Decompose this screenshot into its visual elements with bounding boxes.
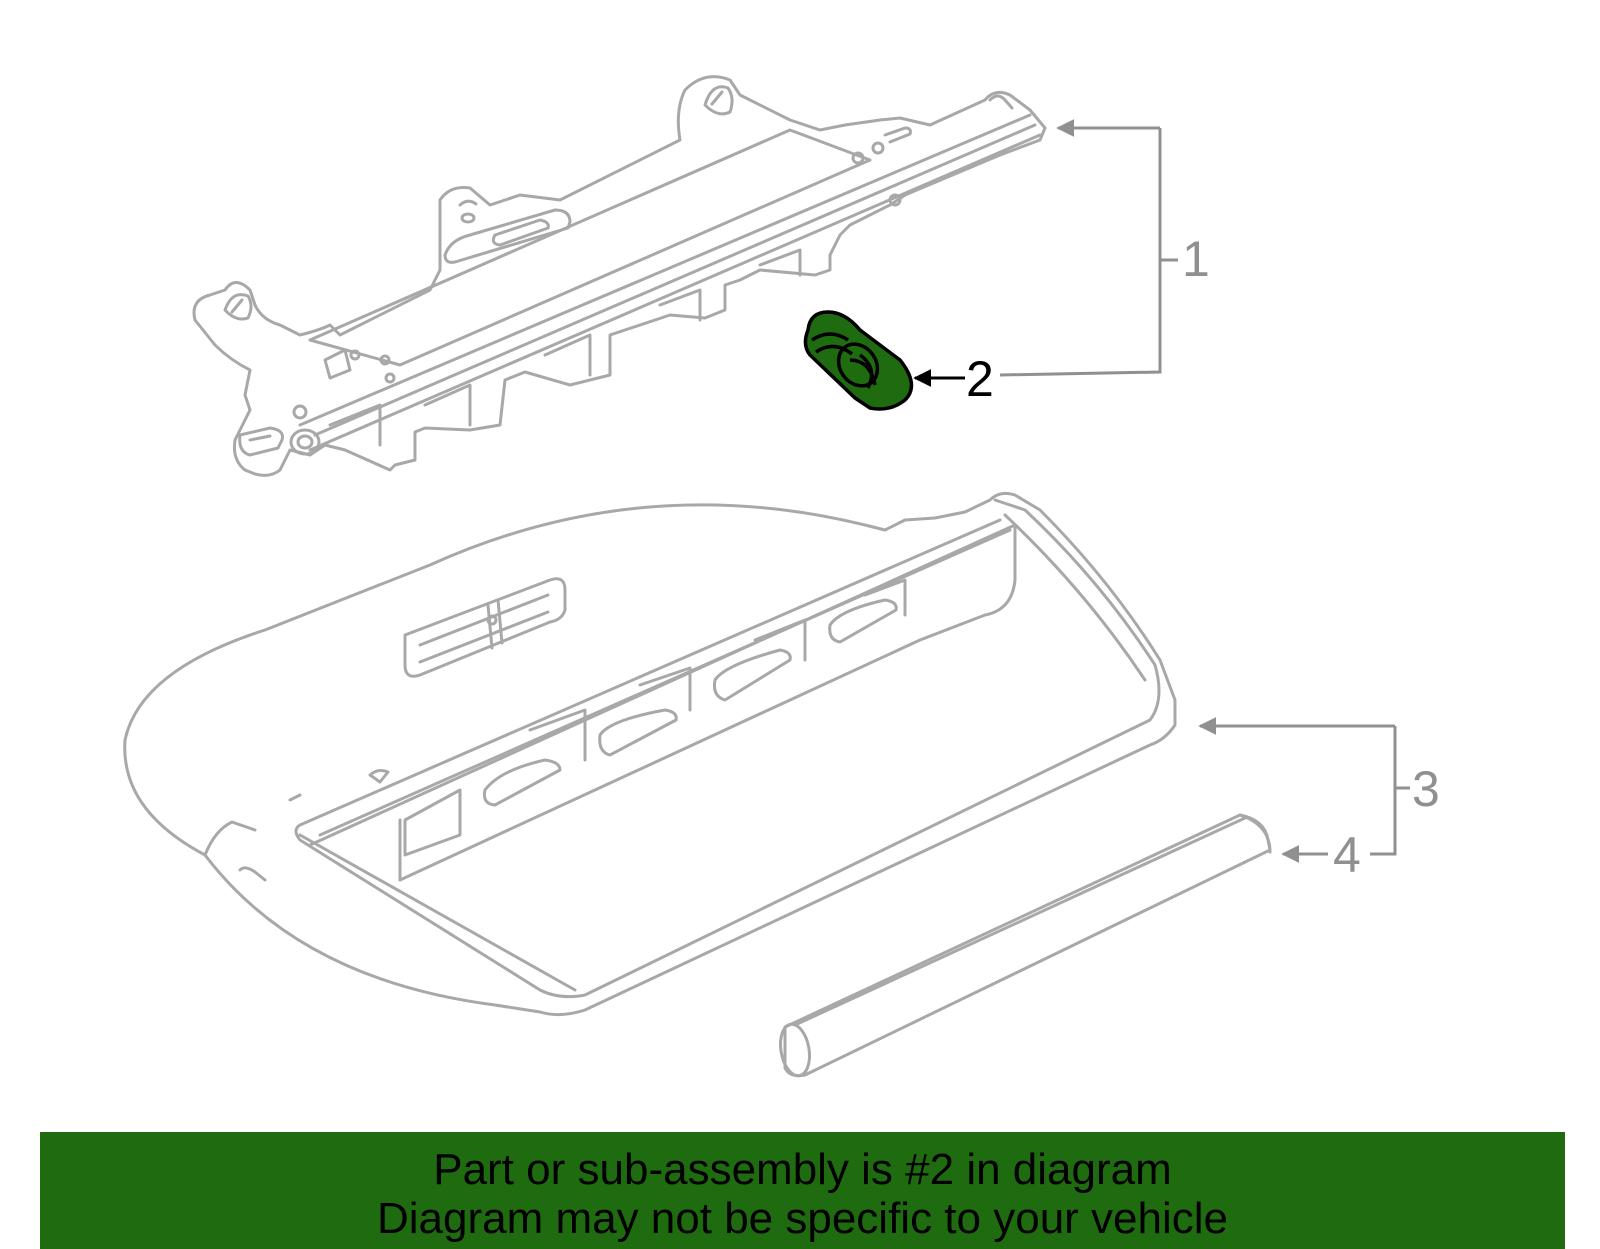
banner-line-disclaimer: Diagram may not be specific to your vehi… (376, 1194, 1229, 1243)
callout-label-1[interactable]: 1 (1182, 231, 1210, 287)
callout-label-4[interactable]: 4 (1333, 827, 1361, 883)
part-1-lamp-housing[interactable] (192, 75, 1047, 477)
banner-line-part-number: Part or sub-assembly is #2 in diagram (433, 1145, 1172, 1194)
leader-3 (1370, 726, 1397, 856)
callout-label-2[interactable]: 2 (966, 351, 994, 407)
info-banner: Part or sub-assembly is #2 in diagram Di… (40, 1132, 1565, 1249)
part-4-seal-strip[interactable] (777, 813, 1272, 1078)
part-2-bulb[interactable] (803, 310, 914, 411)
part-3-lamp-cover[interactable] (123, 491, 1177, 1017)
callout-label-3[interactable]: 3 (1412, 761, 1440, 817)
callout-leaders (913, 119, 1410, 863)
leader-1 (999, 128, 1162, 377)
